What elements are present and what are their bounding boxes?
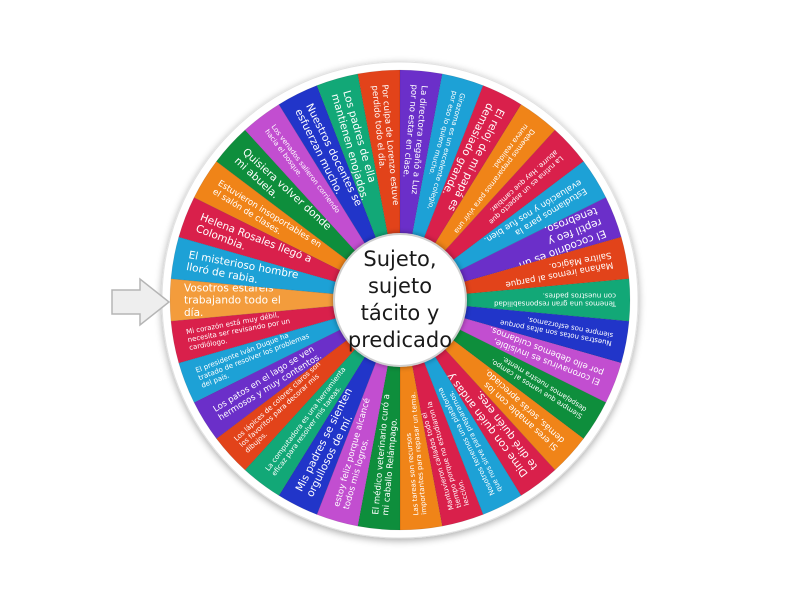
arrow-right-icon bbox=[111, 277, 171, 327]
wheel-segment-label: Tenemos una gran responsabilidadcon nues… bbox=[494, 292, 617, 308]
wheel-hub bbox=[333, 233, 467, 367]
